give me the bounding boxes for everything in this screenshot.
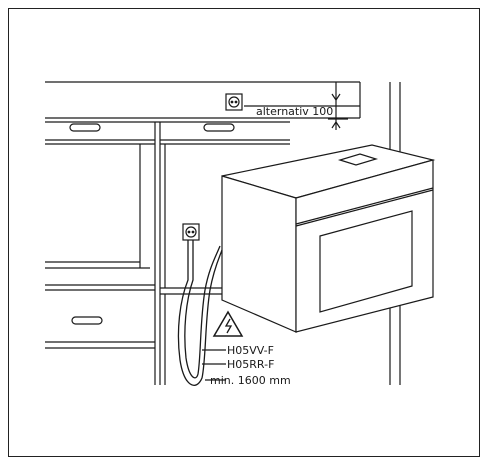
drawer-handle — [203, 123, 235, 132]
min-length-label: min. 1600 mm — [210, 374, 291, 387]
high-voltage-warning-icon — [212, 310, 244, 337]
drawer-handle — [71, 316, 103, 325]
drawer-handle — [69, 123, 101, 132]
upper-socket — [225, 93, 243, 111]
cable-type-label: H05RR-F — [227, 358, 274, 371]
cable-type-label: H05VV-F — [227, 344, 274, 357]
label-leaders — [202, 349, 226, 381]
lower-socket — [182, 223, 200, 241]
left-cabinet — [45, 122, 161, 385]
power-cable — [177, 240, 223, 386]
niche-column — [160, 139, 290, 385]
clearance-dimension — [244, 82, 360, 130]
oven — [221, 144, 436, 333]
clearance-label: alternativ 100 — [256, 105, 333, 118]
